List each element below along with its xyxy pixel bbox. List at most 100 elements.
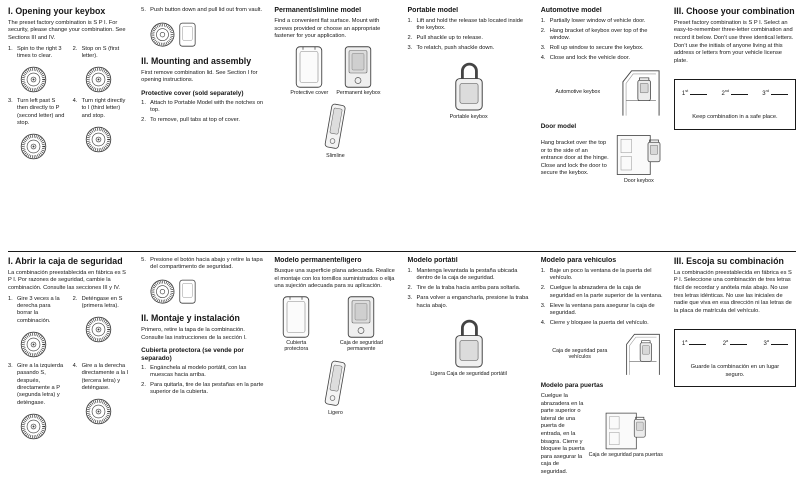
en-portable-column: Portable model 1.Lift and hold the relea…: [408, 7, 530, 248]
protective-cover-heading-es: Cubierta protectora (se vende por separa…: [141, 347, 244, 362]
portable-keybox-figure: Portable keybox: [408, 59, 530, 121]
opening-title-es: I. Abrir la caja de seguridad: [8, 257, 123, 266]
permanent-intro: Find a convenient flat surface. Mount wi…: [274, 18, 381, 40]
opening-step-4-es: 4.Gire a la derecha directamente a la I …: [73, 363, 131, 442]
protective-cover-caption: Protective cover: [290, 89, 329, 96]
en-opening-column: I. Opening your keybox The preset factor…: [8, 7, 130, 248]
combination-blank-line: [771, 339, 789, 346]
en-mounting-column: 5.Push button down and pull lid out from…: [141, 7, 263, 248]
automotive-step-2-es: 2.Cuelgue la abrazadera de la caja de se…: [540, 285, 663, 299]
combination-dial-icon: [20, 66, 47, 93]
combination-dial-icon: [85, 316, 111, 343]
opening-step-2-es: 2.Deténgase en S (primera letra).: [73, 296, 131, 360]
portable-title: Portable model: [407, 7, 459, 14]
opening-steps: 1.Spin to the right 3 times to clear. 2.…: [8, 46, 130, 162]
combination-blank-line: [731, 89, 749, 96]
opening-step-1: 1.Spin to the right 3 times to clear.: [8, 46, 66, 95]
combination-dial-icon: [85, 398, 111, 425]
opening-intro-es: La combinación preestablecida en fábrica…: [8, 269, 126, 291]
portable-step-2-es: 2.Tire de la traba hacia arriba para sol…: [407, 285, 521, 292]
combination-slot-3: 3a: [764, 339, 789, 347]
automotive-title-es: Modelo para vehículos: [540, 257, 617, 264]
portable-step-2: 2.Pull shackle up to release.: [407, 35, 483, 42]
portable-title-es: Modelo portátil: [407, 257, 458, 264]
permanent-title: Permanent/slimline model: [274, 7, 362, 14]
door-model-text: Hang bracket over the top or to the side…: [540, 140, 609, 177]
door-keybox-illustration: [616, 135, 661, 176]
choose-text: Preset factory combination is S P I. Sel…: [673, 19, 794, 64]
combination-slot-1: 1a: [682, 339, 707, 347]
combination-dial-icon: [85, 66, 111, 93]
es-portable-column: Modelo portátil 1.Mantenga levantada la …: [408, 257, 530, 498]
combination-slot-1: 1st: [682, 89, 708, 97]
choose-text-es: La combinación preestablecida en fábrica…: [673, 269, 792, 314]
permanent-title-es: Modelo permanente/ligero: [274, 257, 362, 264]
automotive-step-3: 3.Roll up window to secure the keybox.: [540, 45, 644, 52]
door-keybox-figure-es: Caja de seguridad para puertas: [589, 411, 663, 459]
en-automotive-column: Automotive model 1.Partially lower windo…: [541, 7, 663, 248]
combination-slot-2: 2nd: [721, 89, 749, 97]
portable-keybox-illustration: [454, 319, 483, 368]
permanent-intro-es: Busque una superficie plana adecuada. Re…: [274, 268, 395, 290]
slimline-figure: Slimline: [274, 102, 396, 160]
cover-step-2-es: 2.Para quitarla, tire de las pestañas en…: [141, 382, 264, 396]
portable-step-3-es: 3.Para volver a engancharla, presione la…: [407, 295, 529, 309]
choose-title: III. Choose your combination: [673, 7, 795, 16]
automotive-title: Automotive model: [540, 7, 602, 14]
slimline-caption: Slimline: [326, 153, 345, 160]
slimline-illustration: [325, 104, 346, 150]
combination-slot-2: 2a: [723, 339, 748, 347]
opening-step-2: 2.Stop on S (first letter).: [73, 46, 131, 95]
portable-step-3: 3.To relatch, push shackle down.: [407, 45, 495, 52]
es-choose-column: III. Escoja su combinación La combinació…: [673, 257, 796, 498]
door-keybox-illustration: [605, 412, 646, 450]
opening-steps-es: 1.Gire 3 veces a la derecha para borrar …: [8, 296, 130, 442]
opening-step-1-es: 1.Gire 3 veces a la derecha para borrar …: [8, 296, 66, 360]
permanent-keybox-figure-es: Caja de seguridad permanente: [326, 295, 396, 353]
automotive-keybox-illustration: [626, 334, 660, 376]
combination-dial-icon: [85, 126, 111, 152]
es-mounting-column: 5.Presione el botón hacia abajo y retire…: [141, 257, 263, 498]
permanent-keybox-figure: Permanent keybox: [336, 45, 381, 97]
portable-keybox-figure-es: Ligera Caja de seguridad portátil: [408, 316, 530, 378]
es-permanent-column: Modelo permanente/ligero Busque una supe…: [274, 257, 396, 498]
permanent-keybox-illustration: [348, 296, 375, 338]
permanent-keybox-caption-es: Caja de seguridad permanente: [339, 339, 383, 353]
language-divider: [8, 251, 796, 252]
portable-step-1: 1.Lift and hold the release tab located …: [407, 18, 524, 32]
automotive-step-1-es: 1.Baje un poco la ventana de la puerta d…: [540, 268, 652, 282]
opening-title: I. Opening your keybox: [8, 7, 106, 16]
cover-step-1: 1.Attach to Portable Model with the notc…: [141, 99, 264, 113]
portable-keybox-caption: Portable keybox: [449, 113, 488, 120]
mounting-intro: First remove combination lid. See Sectio…: [141, 69, 258, 84]
opening-step-3: 3.Turn left past S then directly to P (s…: [8, 98, 66, 162]
es-automotive-column: Modelo para vehículos 1.Baje un poco la …: [541, 257, 663, 498]
door-keybox-caption: Door keybox: [623, 178, 654, 185]
automotive-keybox-caption: Automotive keybox: [555, 88, 601, 95]
automotive-step-4-es: 4.Cierre y bloquee la puerta del vehícul…: [540, 319, 649, 326]
en-choose-column: III. Choose your combination Preset fact…: [673, 7, 796, 248]
mounting-intro-es: Primero, retire la tapa de la combinació…: [141, 327, 247, 341]
protective-cover-figure: Protective cover: [290, 45, 328, 97]
portable-step-1-es: 1.Mantenga levantada la pestaña ubicada …: [407, 268, 518, 282]
spanish-section: I. Abrir la caja de seguridad La combina…: [8, 257, 796, 498]
combination-note: Keep combination in a safe place.: [692, 114, 778, 121]
english-section: I. Opening your keybox The preset factor…: [8, 7, 796, 248]
opening-intro: The preset factory combination is S P I.…: [8, 19, 126, 41]
protective-cover-figure-es: Cubierta protectora: [274, 295, 318, 353]
slimline-illustration: [325, 360, 346, 406]
protective-cover-heading: Protective cover (sold separately): [141, 89, 244, 97]
slimline-figure-es: Ligero: [274, 359, 396, 417]
automotive-keybox-illustration: [622, 69, 660, 116]
automotive-keybox-caption-es: Caja de seguridad para vehículos: [552, 347, 608, 361]
combination-record-box: 1st 2nd 3rd Keep combination in a safe p…: [673, 79, 796, 130]
combination-dial-icon: [20, 413, 47, 439]
automotive-step-3-es: 3.Eleve la ventana para asegurar la caja…: [540, 302, 655, 317]
mounting-title-es: II. Montaje y instalación: [141, 313, 240, 324]
cover-step-2: 2.To remove, pull tabs at top of cover.: [141, 116, 240, 123]
opening-step-3-es: 3.Gire a la izquierda pasando S, después…: [8, 363, 66, 442]
combination-blank-line: [690, 89, 708, 96]
mounting-title: II. Mounting and assembly: [141, 55, 252, 66]
combination-blank-line: [771, 89, 789, 96]
lid-removal-icon: [150, 279, 196, 304]
